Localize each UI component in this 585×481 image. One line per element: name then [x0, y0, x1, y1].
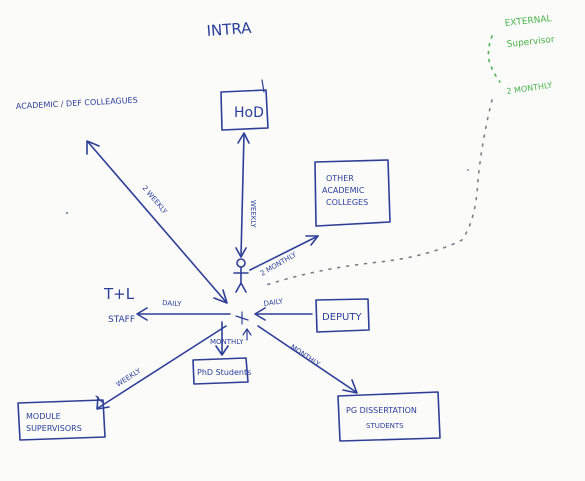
other-colleges-box	[314, 159, 391, 227]
pg-dissertation-line1: PG DISSERTATION	[346, 406, 417, 415]
arrow-module-supervisors	[96, 325, 227, 410]
arrow-academic-colleagues	[86, 140, 228, 304]
arrow-hod	[235, 132, 250, 258]
scan-speck	[467, 169, 469, 171]
phd-students-label: PhD Students	[197, 368, 251, 377]
other-colleges-line1: OTHER	[326, 174, 354, 183]
scan-speck	[65, 211, 69, 215]
deputy-label: DEPUTY	[322, 312, 362, 323]
arrow-phd-students	[215, 321, 229, 356]
self-figure-icon	[233, 258, 249, 293]
edge-label-academic-colleagues: 2 WEEKLY	[140, 184, 169, 216]
center-mark	[235, 311, 249, 325]
hod-box-tick	[261, 79, 265, 93]
arrow-tl-staff	[136, 307, 231, 321]
edge-label-other-colleges: 2 MONTHLY	[259, 250, 298, 277]
diagram-title: INTRA	[206, 19, 253, 40]
edge-label-hod: WEEKLY	[249, 200, 257, 228]
external-supervisor-line1: EXTERNAL	[504, 14, 552, 29]
deputy-box	[315, 298, 370, 333]
academic-colleagues-label: ACADEMIC / DEF COLLEAGUES	[16, 96, 138, 111]
edge-label-tl-staff: DAILY	[162, 299, 183, 308]
external-connector-dotted	[265, 99, 493, 286]
module-supervisors-line2: SUPERVISORS	[26, 424, 82, 433]
other-colleges-line3: COLLEGES	[326, 198, 368, 207]
external-frequency-label: 2 MONTHLY	[506, 81, 553, 96]
tl-staff-line1: T+L	[103, 285, 135, 303]
arrow-deputy	[254, 307, 313, 321]
other-colleges-line2: ACADEMIC	[322, 186, 365, 195]
arrow-pg-dissertation	[257, 325, 358, 394]
pg-dissertation-line2: STUDENTS	[366, 422, 404, 430]
tl-staff-line2: STAFF	[108, 315, 135, 325]
module-box-tick	[95, 395, 103, 403]
edge-label-pg-dissertation: MONTHLY	[289, 343, 322, 369]
edge-label-module-supervisors: WEEKLY	[115, 367, 143, 389]
edge-label-phd-students: MONTHLY	[210, 338, 244, 346]
hod-label: HoD	[234, 105, 264, 121]
external-supervisor-line2: Supervisor	[506, 35, 555, 50]
pg-dissertation-box	[337, 391, 441, 442]
phd-students-box	[192, 357, 249, 385]
external-connector-green	[487, 35, 501, 83]
edge-label-deputy: DAILY	[263, 297, 284, 308]
module-supervisors-box	[17, 399, 106, 441]
arrow-phd-up	[242, 327, 252, 341]
module-supervisors-line1: MODULE	[26, 412, 61, 421]
hod-box	[220, 89, 269, 131]
arrow-other-colleges	[249, 235, 319, 271]
